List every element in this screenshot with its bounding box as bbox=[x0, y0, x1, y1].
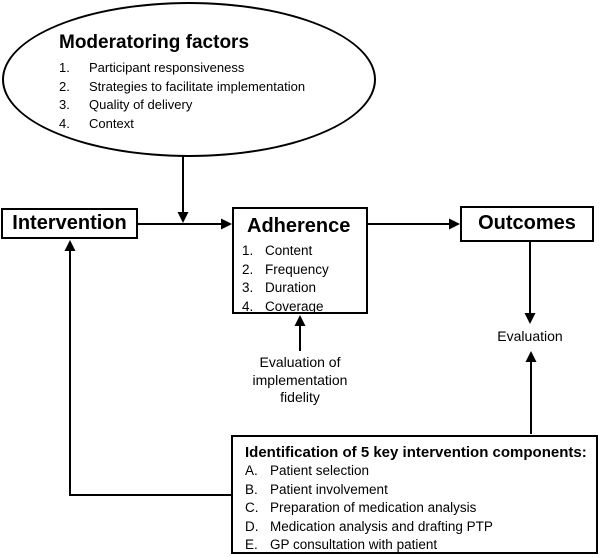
arrow-components-to-intervention bbox=[64, 240, 232, 496]
item-letter: E. bbox=[245, 537, 258, 552]
item-label: Strategies to facilitate implementation bbox=[89, 78, 306, 94]
moderating-factors-ellipse: Moderatoring factors 1. Participant resp… bbox=[2, 2, 376, 157]
arrow-outcomes-to-evaluation bbox=[524, 242, 536, 324]
item-label: Coverage bbox=[265, 298, 324, 314]
item-label: Content bbox=[265, 243, 313, 258]
list-item: 4. Coverage bbox=[242, 298, 362, 317]
item-number: 2. bbox=[242, 261, 254, 277]
list-item: D. Medication analysis and drafting PTP bbox=[245, 518, 592, 537]
item-number: 3. bbox=[242, 280, 254, 295]
item-number: 4. bbox=[59, 116, 70, 132]
item-number: 1. bbox=[59, 60, 70, 75]
item-label: Patient involvement bbox=[270, 481, 388, 497]
intervention-box: Intervention bbox=[1, 208, 138, 239]
components-title: Identification of 5 key intervention com… bbox=[245, 444, 587, 461]
item-letter: A. bbox=[245, 463, 258, 478]
item-letter: B. bbox=[245, 481, 258, 497]
moderating-factors-title: Moderatoring factors bbox=[59, 32, 250, 53]
components-box: Identification of 5 key intervention com… bbox=[231, 435, 598, 554]
list-item: 4. Context bbox=[59, 115, 359, 134]
components-list: A. Patient selection B. Patient involvem… bbox=[245, 462, 592, 555]
list-item: 3. Quality of delivery bbox=[59, 96, 359, 115]
adherence-list: 1. Content 2. Frequency 3. Duration 4. C… bbox=[242, 242, 362, 316]
item-label: Patient selection bbox=[270, 463, 370, 478]
list-item: A. Patient selection bbox=[245, 462, 592, 481]
item-label: Frequency bbox=[265, 261, 329, 277]
item-letter: C. bbox=[245, 500, 259, 515]
item-number: 2. bbox=[59, 78, 70, 94]
list-item: C. Preparation of medication analysis bbox=[245, 499, 592, 518]
arrow-intervention-to-adherence bbox=[138, 218, 232, 230]
list-item: 1. Participant responsiveness bbox=[59, 59, 359, 78]
item-number: 1. bbox=[242, 243, 254, 258]
arrow-adherence-to-outcomes bbox=[368, 218, 460, 230]
list-item: E. GP consultation with patient bbox=[245, 536, 592, 555]
item-label: Preparation of medication analysis bbox=[270, 500, 477, 515]
adherence-title: Adherence bbox=[247, 215, 351, 237]
fidelity-note: Evaluation of implementation fidelity bbox=[252, 354, 348, 405]
item-label: GP consultation with patient bbox=[270, 537, 438, 552]
moderating-factors-list: 1. Participant responsiveness 2. Strateg… bbox=[59, 59, 359, 134]
item-label: Duration bbox=[265, 280, 317, 295]
list-item: 3. Duration bbox=[242, 279, 362, 298]
item-label: Context bbox=[89, 116, 134, 132]
list-item: 2. Frequency bbox=[242, 261, 362, 280]
item-label: Quality of delivery bbox=[89, 97, 193, 113]
item-number: 3. bbox=[59, 97, 70, 113]
list-item: 1. Content bbox=[242, 242, 362, 261]
item-label: Participant responsiveness bbox=[89, 60, 245, 75]
list-item: 2. Strategies to facilitate implementati… bbox=[59, 78, 359, 97]
adherence-box: Adherence 1. Content 2. Frequency 3. Dur… bbox=[232, 207, 368, 314]
list-item: B. Patient involvement bbox=[245, 481, 592, 500]
arrow-components-to-evaluation bbox=[525, 351, 537, 434]
arrow-moderating-to-adherence-line bbox=[177, 155, 189, 223]
item-number: 4. bbox=[242, 298, 254, 314]
arrow-fidelity-to-adherence bbox=[294, 315, 306, 351]
moderating-factors-content: Moderatoring factors 1. Participant resp… bbox=[59, 29, 359, 134]
outcomes-box: Outcomes bbox=[460, 206, 594, 242]
evaluation-label: Evaluation bbox=[497, 328, 563, 344]
item-label: Medication analysis and drafting PTP bbox=[270, 518, 493, 534]
item-letter: D. bbox=[245, 518, 259, 534]
